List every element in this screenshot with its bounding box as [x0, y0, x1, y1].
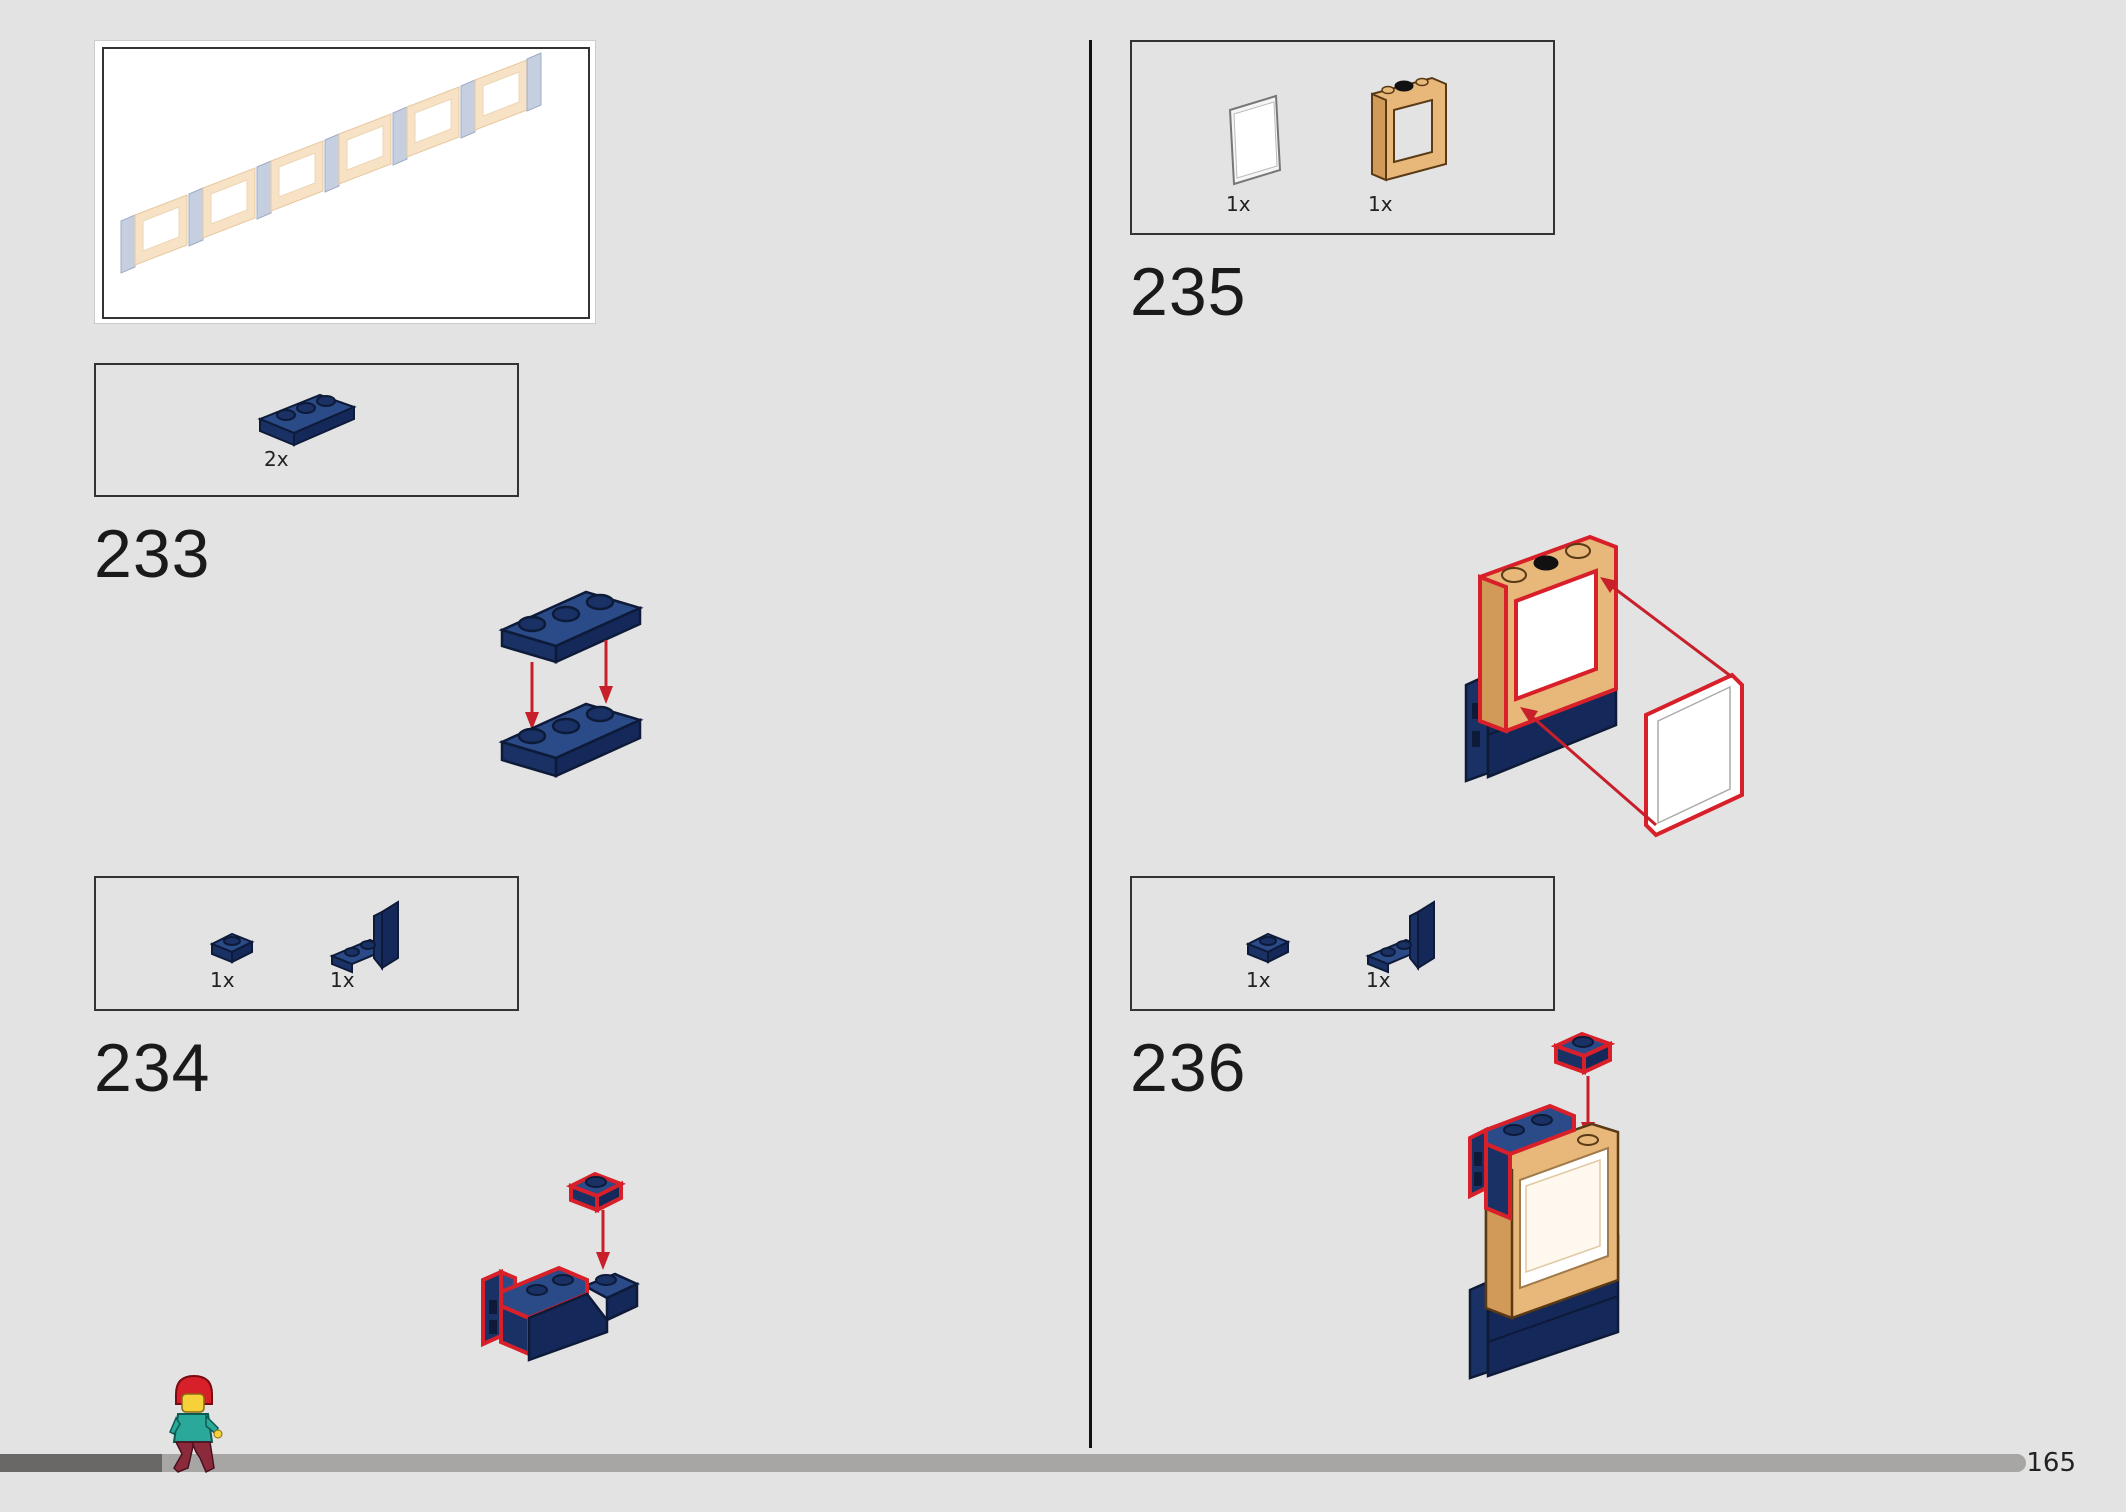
step-235-illustration	[1464, 534, 1744, 838]
window-post	[460, 79, 476, 139]
step-number-234: 234	[94, 1030, 211, 1106]
window-post	[392, 106, 408, 166]
window-post	[324, 133, 340, 193]
window-post	[256, 160, 272, 220]
bracket-dark-blue-icon	[329, 900, 399, 974]
parts-box-234: 1x 1x	[94, 876, 519, 1011]
part-qty: 1x	[1366, 968, 1391, 992]
window-pane	[346, 125, 384, 171]
window-pane	[414, 98, 452, 144]
window-post	[120, 214, 136, 274]
glass-pane-icon	[1228, 94, 1282, 186]
window-row-illustration	[120, 52, 542, 274]
plate-1x1-dark-blue-icon	[1245, 932, 1291, 964]
subassembly-callout	[94, 40, 596, 324]
part-qty: 1x	[1246, 968, 1271, 992]
bracket-dark-blue-icon	[1365, 900, 1435, 974]
step-number-235: 235	[1130, 254, 1247, 330]
progress-fill	[0, 1454, 162, 1472]
window-pane	[482, 71, 520, 117]
part-qty: 1x	[330, 968, 355, 992]
part-qty: 1x	[1226, 192, 1251, 216]
plate-1x3-dark-blue-icon	[257, 393, 357, 447]
parts-box-233: 2x	[94, 363, 519, 497]
step-number-233: 233	[94, 516, 211, 592]
window-post	[526, 52, 542, 112]
progress-track	[0, 1454, 2026, 1472]
window-pane	[142, 206, 180, 252]
window-post	[188, 187, 204, 247]
part-qty: 2x	[264, 447, 289, 471]
parts-box-236: 1x 1x	[1130, 876, 1555, 1011]
part-qty: 1x	[210, 968, 235, 992]
minifigure-progress-marker	[169, 1374, 223, 1474]
part-qty: 1x	[1368, 192, 1393, 216]
step-233-illustration	[498, 590, 644, 778]
plate-1x1-dark-blue-icon	[209, 932, 255, 964]
parts-box-235: 1x 1x	[1130, 40, 1555, 235]
step-number-236: 236	[1130, 1030, 1247, 1106]
window-pane	[210, 179, 248, 225]
step-234-illustration	[481, 1171, 640, 1362]
window-pane	[278, 152, 316, 198]
page-divider	[1089, 40, 1092, 1448]
step-236-illustration	[1468, 1031, 1620, 1380]
window-frame-tan-icon	[1371, 76, 1447, 182]
page-number: 165	[2026, 1448, 2076, 1478]
